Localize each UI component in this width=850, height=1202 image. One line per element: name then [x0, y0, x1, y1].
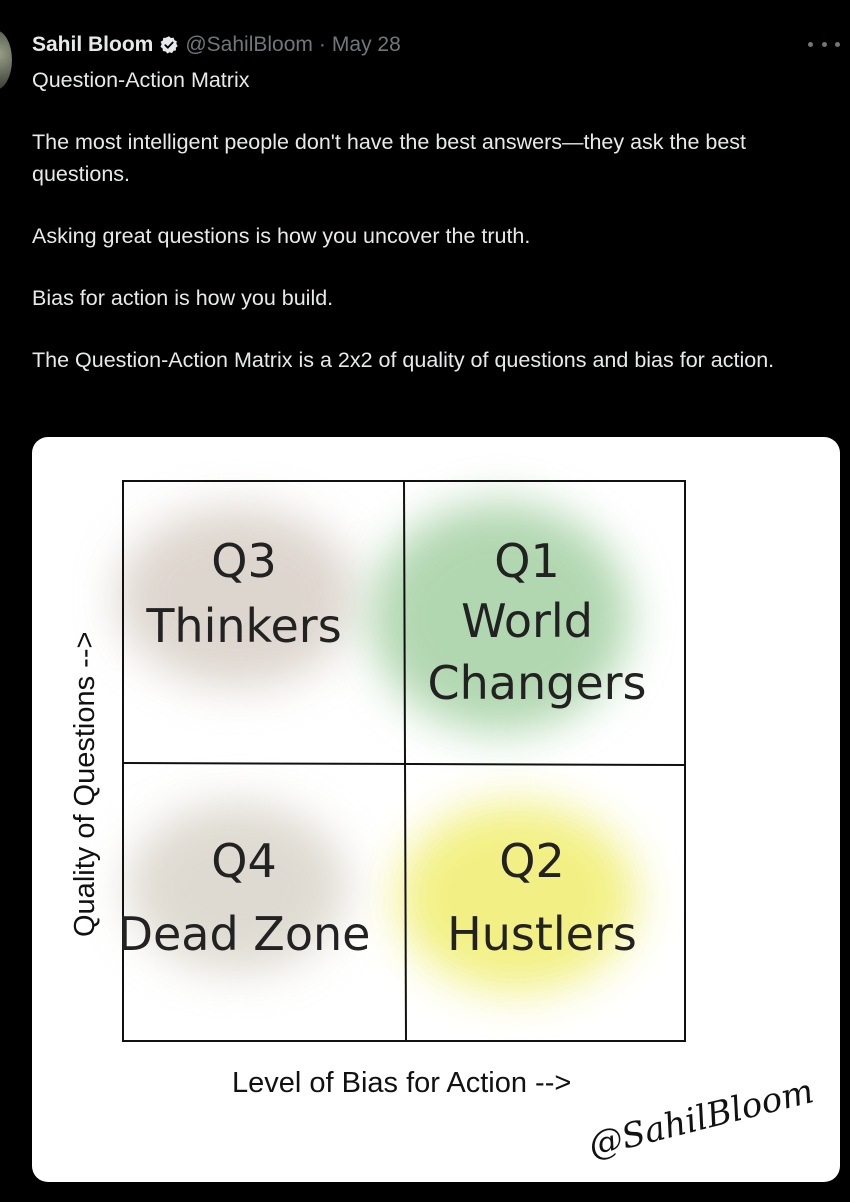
q3-wash: [117, 507, 357, 687]
more-options-icon[interactable]: [808, 34, 840, 54]
tweet-header: Sahil Bloom @SahilBloom · May 28: [32, 31, 401, 59]
tweet-title: Question-Action Matrix: [32, 68, 250, 92]
author-avatar[interactable]: [0, 30, 12, 90]
q2-name: Hustlers: [447, 907, 637, 961]
signature: @SahilBloom: [585, 1071, 818, 1166]
matrix-grid: [122, 480, 686, 1042]
q1-name-line2: Changers: [428, 656, 647, 710]
q3-code: Q3: [211, 534, 276, 588]
q1-wash: [370, 502, 630, 732]
x-axis-label: Level of Bias for Action -->: [232, 1067, 571, 1099]
q1-name-line1: World: [461, 594, 593, 648]
tweet-paragraph: The Question-Action Matrix is a 2x2 of q…: [32, 348, 775, 372]
tweet-image[interactable]: Q3 Thinkers Q1 World Changers Q4 Dead Zo…: [32, 437, 840, 1182]
q2-code: Q2: [499, 834, 564, 888]
tweet-paragraph: The most intelligent people don't have t…: [32, 130, 747, 186]
y-axis-label: Quality of Questions -->: [69, 632, 101, 937]
verified-badge-icon: [159, 35, 179, 55]
tweet-date[interactable]: May 28: [331, 33, 401, 56]
author-handle[interactable]: @SahilBloom: [185, 33, 313, 56]
tweet-text: Question-Action Matrix The most intellig…: [32, 64, 842, 406]
tweet-paragraph: Asking great questions is how you uncove…: [32, 224, 531, 248]
q3-name: Thinkers: [145, 599, 341, 653]
tweet-paragraph: Bias for action is how you build.: [32, 286, 334, 310]
q4-name: Dead Zone: [118, 907, 371, 961]
q2-wash: [397, 802, 637, 992]
separator-dot: ·: [318, 33, 326, 56]
q4-wash: [127, 802, 347, 972]
q4-code: Q4: [211, 834, 276, 888]
author-name[interactable]: Sahil Bloom: [32, 33, 154, 56]
q1-code: Q1: [494, 534, 559, 588]
